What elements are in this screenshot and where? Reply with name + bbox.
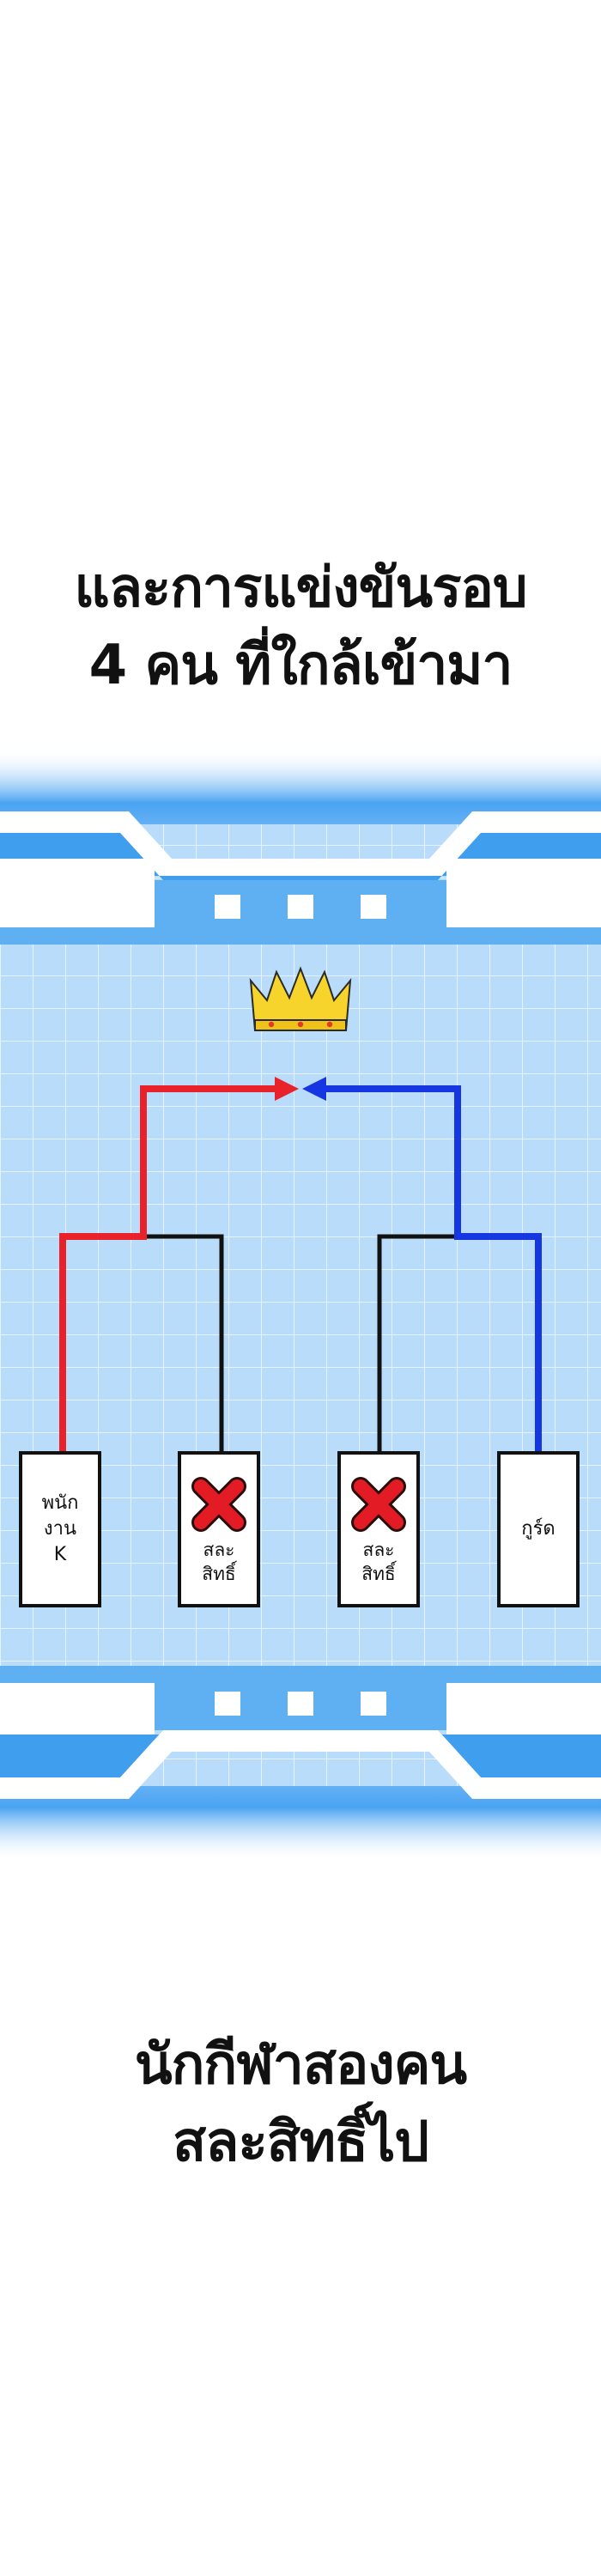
bracket-background <box>0 747 601 1863</box>
caption-bottom-line-1: นักกีฬาสองคน <box>134 2033 467 2097</box>
arrow-right-icon <box>302 1077 326 1101</box>
arrow-left-icon <box>275 1077 299 1101</box>
caption-bottom: นักกีฬาสองคน สละสิทธิ์ไป <box>0 2026 601 2181</box>
player-name-4: กูร์ด <box>521 1518 555 1540</box>
caption-top-line-1: และการแข่งขันรอบ <box>74 556 527 620</box>
crown-icon <box>249 966 352 1031</box>
player-card-3: สละ สิทธิ์ <box>337 1451 420 1607</box>
player-card-1: พนัก งาน K <box>19 1451 101 1607</box>
x-mark-icon <box>191 1477 246 1532</box>
player-name-1: พนัก งาน K <box>41 1492 79 1565</box>
bracket-line-left-winner <box>59 1085 283 1453</box>
bracket-line-right-winner <box>318 1085 542 1453</box>
player-name-3: สละ สิทธิ์ <box>361 1540 396 1584</box>
tournament-bracket-panel: พนัก งาน K สละ สิทธิ์ สละ สิทธิ์ กูร์ด <box>0 747 601 1863</box>
x-mark-icon <box>351 1477 406 1532</box>
bracket-lines-eliminated <box>142 1234 459 1453</box>
caption-top-line-2: 4 คน ที่ใกล้เข้ามา <box>88 634 513 697</box>
caption-top: และการแข่งขันรอบ 4 คน ที่ใกล้เข้ามา <box>0 550 601 704</box>
player-card-4: กูร์ด <box>497 1451 580 1607</box>
caption-bottom-line-2: สละสิทธิ์ไป <box>173 2111 429 2174</box>
player-name-2: สละ สิทธิ์ <box>202 1540 236 1584</box>
player-card-2: สละ สิทธิ์ <box>178 1451 260 1607</box>
